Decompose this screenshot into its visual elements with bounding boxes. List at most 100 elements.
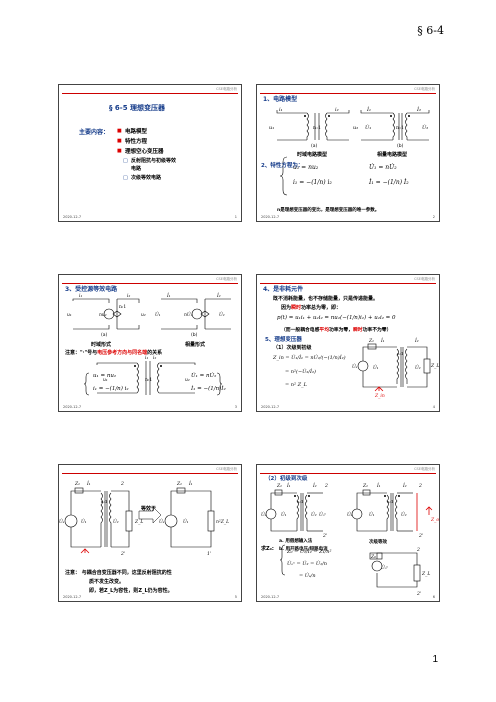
slide-3: CSE电路分析 3、受控源等效电路 (58, 274, 242, 412)
svg-text:u₂: u₂ (353, 125, 358, 131)
bullet-icon: ■ (117, 148, 122, 154)
line-3: （而一般耦合电感平均功率为零，瞬时功率不为零） (281, 326, 391, 333)
svg-text:U̇ₛ: U̇ₛ (261, 511, 267, 518)
svg-text:Z₀: Z₀ (370, 554, 376, 560)
svg-text:i₁ = −(1/n) i₂: i₁ = −(1/n) i₂ (93, 385, 129, 392)
svg-text:nU̇₂: nU̇₂ (184, 311, 193, 318)
svg-text:u₁ = nu₂: u₁ = nu₂ (293, 164, 319, 171)
svg-text:n:1: n:1 (387, 499, 393, 504)
svg-text:Z_L: Z_L (421, 571, 430, 577)
line-2: 因为瞬时功率总为零，即： (281, 304, 341, 311)
svg-text:u₂: u₂ (185, 378, 190, 383)
svg-text:U̇₁: U̇₁ (369, 511, 375, 518)
slide-top-rule (62, 283, 238, 284)
equation-title: 2、特性方程为： (261, 163, 304, 169)
slide-course: CSE电路分析 (414, 467, 435, 471)
svg-text:U̇ₛ: U̇ₛ (59, 518, 65, 525)
slide-number: 3 (234, 405, 237, 409)
note-highlight: 电压参考方向与同名端 (97, 350, 148, 356)
line-text: （而一般耦合电感 (281, 328, 320, 333)
label-time-model: 时域电路模型 (297, 152, 328, 158)
slide-title: 4、是非耗元件 (263, 286, 304, 293)
slide-top-rule (62, 93, 238, 94)
svg-text:İ₂: İ₂ (416, 106, 421, 113)
line-text: 功率为零， (329, 328, 353, 333)
svg-text:U̇ₛ: U̇ₛ (159, 518, 165, 525)
slide-course: CSE电路分析 (216, 87, 237, 91)
svg-text:Z_o: Z_o (430, 517, 439, 523)
line-highlight: 平均 (319, 328, 329, 333)
svg-text:U̇₂: U̇₂ (415, 364, 421, 371)
svg-text:2: 2 (416, 547, 420, 553)
svg-text:İ₁: İ₁ (376, 482, 381, 489)
svg-text:n²Z_L: n²Z_L (216, 519, 229, 525)
slide-date: 2020-12-7 (63, 215, 82, 219)
svg-text:İ₁: İ₁ (166, 292, 171, 299)
caption-b: (b) (191, 333, 198, 338)
slide-number: 4 (432, 405, 435, 409)
svg-text:u₁: u₁ (103, 378, 108, 383)
svg-text:İ₁: İ₁ (286, 482, 291, 489)
svg-text:i₂: i₂ (335, 107, 339, 113)
bullet-item: 理想空心变压器 (125, 149, 164, 155)
svg-text:İ₂: İ₂ (402, 482, 407, 489)
bullet-item: 电路模型 (125, 129, 148, 135)
slide-top-rule (260, 283, 436, 284)
note-line-2: 质不发生改变。 (89, 579, 125, 585)
main-content-label: 主要内容： (79, 129, 110, 136)
svg-text:1': 1' (207, 551, 211, 557)
svg-text:U̇₁ = nU̇₂: U̇₁ = nU̇₂ (191, 372, 216, 379)
slide-date: 2020-12-7 (261, 595, 280, 599)
svg-text:U̇₁: U̇₁ (373, 364, 379, 371)
svg-text:2': 2' (322, 533, 327, 539)
sub-item: 反射阻抗与初级等效 (131, 158, 177, 164)
slide-course: CSE电路分析 (414, 87, 435, 91)
svg-text:2': 2' (120, 551, 125, 557)
svg-text:Z₁: Z₁ (74, 481, 80, 487)
label-time-form: 时域形式 (91, 342, 112, 348)
note-text: 注意："·"号与 (65, 350, 98, 356)
bullet-item: 特性方程 (125, 139, 148, 145)
step-b: b. 用开路电压/短路电流 (279, 547, 328, 552)
slide-number: 2 (432, 215, 435, 219)
page-number: 1 (432, 654, 438, 665)
svg-text:n:1: n:1 (396, 125, 404, 131)
svg-text:2: 2 (324, 483, 328, 489)
slide-top-rule (260, 473, 436, 474)
svg-text:2': 2' (418, 533, 423, 539)
svg-text:Z_in: Z_in (374, 393, 385, 399)
svg-text:= n²(−U̇₂/İ₂): = n²(−U̇₂/İ₂) (285, 368, 316, 375)
line-1: 既不消耗能量，也不存储能量，只是传递能量。 (273, 296, 379, 302)
slide-course: CSE电路分析 (216, 467, 237, 471)
svg-text:U̇₁: U̇₁ (281, 511, 287, 518)
page-header: § 6-4 (417, 24, 444, 37)
svg-text:U̇ₒᶜ: U̇ₒᶜ (381, 564, 389, 571)
svg-text:Z₁: Z₁ (362, 483, 368, 489)
line-highlight: 瞬时 (291, 305, 302, 311)
slide-date: 2020-12-7 (63, 595, 82, 599)
svg-text:İ₁: İ₁ (366, 106, 371, 113)
svg-text:Z_L: Z_L (430, 363, 439, 369)
svg-text:U̇ₒᶜ = U̇₂ = U̇₁/n: U̇ₒᶜ = U̇₂ = U̇₁/n (287, 560, 327, 567)
checkbox-icon: □ (123, 175, 128, 181)
svg-text:İ₁: İ₁ (188, 480, 193, 487)
bullet-icon: ■ (117, 128, 122, 134)
svg-text:İ₁ = −(1/n)İ₂: İ₁ = −(1/n)İ₂ (190, 385, 226, 392)
slide-date: 2020-12-7 (261, 405, 280, 409)
svg-text:U̇₂: U̇₂ (113, 518, 119, 525)
slide-number: 1 (234, 215, 237, 219)
power-equation: p(t) = u₁i₁ + u₂i₂ = nu₂(−(1/n)i₂) + u₂i… (277, 315, 396, 321)
svg-text:U̇₂: U̇₂ (422, 124, 428, 131)
svg-text:İ₁ = −(1/n) İ₂: İ₁ = −(1/n) İ₂ (368, 179, 409, 186)
svg-text:U̇ₛ: U̇ₛ (352, 363, 358, 370)
svg-text:İ₂: İ₂ (312, 482, 317, 489)
svg-text:u₁: u₁ (67, 313, 72, 318)
sub-item: 次级等效电路 (131, 175, 162, 181)
svg-text:İ₂: İ₂ (414, 337, 419, 344)
svg-text:U̇₂: U̇₂ (401, 511, 407, 518)
